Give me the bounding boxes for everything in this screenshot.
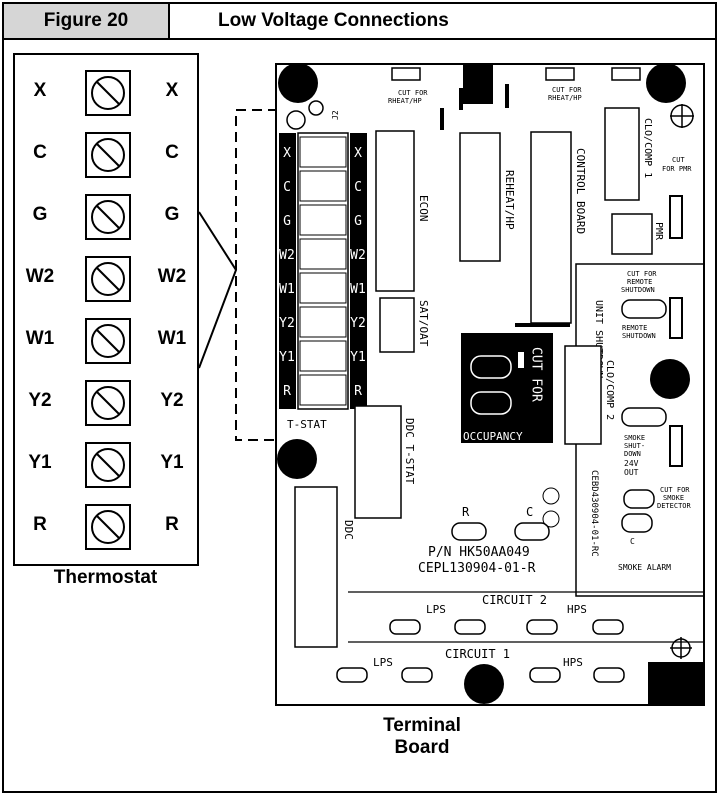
screw-terminal-icon [85, 132, 131, 178]
thermostat-terminal-label-left: G [32, 204, 48, 225]
terminal-board-caption: Terminal Board [352, 715, 492, 759]
screw-terminal-icon [85, 194, 131, 240]
thermostat-terminal-label-right: X [165, 80, 179, 101]
screw-terminal-icon [85, 70, 131, 116]
figure-title: Low Voltage Connections [168, 2, 717, 40]
thermostat-terminal-label-right: W1 [157, 328, 187, 349]
terminal-board-caption-line1: Terminal [383, 715, 461, 736]
screw-terminal-icon [85, 256, 131, 302]
thermostat-terminal-label-left: C [33, 142, 47, 163]
thermostat-terminal-label-left: W2 [25, 266, 55, 287]
screw-terminal-icon [85, 442, 131, 488]
thermostat-terminal-label-left: Y1 [28, 452, 52, 473]
thermostat-terminal-label-left: W1 [25, 328, 55, 349]
thermostat-terminal-label-right: C [165, 142, 179, 163]
screw-terminal-icon [85, 318, 131, 364]
thermostat-caption: Thermostat [53, 567, 158, 588]
screw-terminal-icon [85, 380, 131, 426]
figure-number: Figure 20 [2, 2, 170, 40]
thermostat-terminal-label-right: R [165, 514, 179, 535]
thermostat-terminal-label-left: Y2 [28, 390, 52, 411]
thermostat-terminal-label-left: X [33, 80, 47, 101]
thermostat-terminal-label-left: R [33, 514, 47, 535]
thermostat-terminal-label-right: G [164, 204, 180, 225]
thermostat-terminal-label-right: Y1 [160, 452, 184, 473]
terminal-board-caption-line2: Board [394, 737, 450, 758]
thermostat-terminal-label-right: W2 [157, 266, 187, 287]
thermostat-terminal-label-right: Y2 [160, 390, 184, 411]
screw-terminal-icon [85, 504, 131, 550]
